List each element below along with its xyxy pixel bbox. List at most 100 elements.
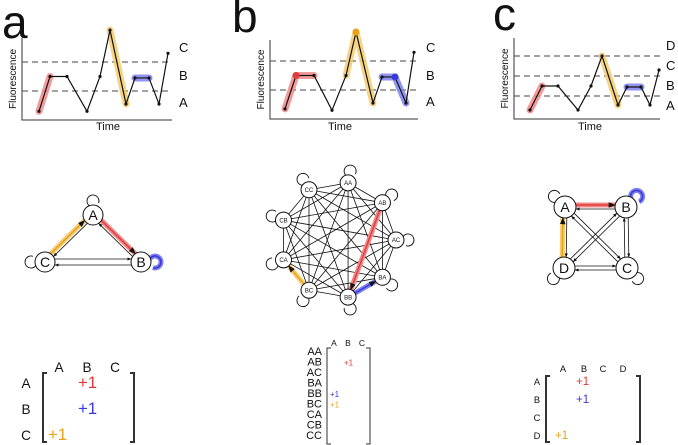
transition-edge — [290, 186, 342, 217]
y-axis-label: Fluorescence — [500, 48, 511, 108]
transition-C-B — [622, 217, 626, 258]
matrix-row-header: AB — [307, 357, 322, 369]
state-node-label: BB — [344, 295, 352, 301]
transition-edge — [291, 260, 375, 277]
trace-point — [404, 101, 408, 105]
level-label-A: A — [426, 94, 435, 109]
transition-AB-BB — [350, 209, 381, 291]
x-axis-label: Time — [328, 121, 352, 133]
transition-edge — [311, 190, 346, 283]
level-label-C: C — [426, 40, 435, 55]
matrix-bracket-right — [636, 375, 641, 443]
matrix-entry-blue: +1 — [330, 390, 340, 399]
matrix-col-header: A — [54, 360, 64, 375]
matrix-bracket-right — [130, 372, 135, 443]
level-label-B: B — [179, 68, 188, 83]
trace-point — [330, 108, 334, 112]
transition-C-A — [571, 215, 619, 262]
matrix-bracket-left — [42, 372, 47, 443]
level-label-D: D — [666, 38, 675, 53]
transition-edge — [316, 278, 375, 290]
transition-edge — [285, 197, 307, 253]
panel-label-b: b — [232, 0, 258, 42]
level-label-C: C — [179, 40, 188, 55]
transition-edge — [290, 206, 376, 257]
transition-A-D — [564, 218, 568, 258]
trace-point — [48, 74, 52, 79]
transition-edge — [354, 186, 376, 200]
state-node-label: CB — [279, 218, 287, 224]
level-label-B: B — [666, 78, 675, 93]
trace-point — [371, 101, 375, 105]
state-node-CB — [274, 211, 292, 229]
matrix-entry-blue: +1 — [576, 394, 589, 406]
state-node-BB — [339, 288, 357, 306]
transition-edge — [315, 243, 390, 287]
transition-B-A — [98, 223, 133, 257]
state-node-label: D — [559, 260, 569, 276]
state-node-label: A — [560, 199, 570, 215]
matrix-entry-yellow: +1 — [555, 430, 568, 442]
state-marker — [352, 28, 360, 36]
x-axis-label: Time — [578, 121, 602, 133]
transition-BC-CA — [288, 265, 305, 285]
matrix-row-header: B — [534, 395, 540, 405]
transition-edge — [313, 195, 378, 272]
trace-point — [625, 85, 629, 89]
matrix-row-header: BA — [307, 378, 322, 390]
trace-point — [147, 76, 151, 80]
transition-edge — [316, 190, 375, 202]
level-label-B: B — [426, 68, 435, 83]
x-axis-label: Time — [96, 121, 120, 133]
matrix-col-header: B — [345, 338, 351, 348]
matrix-col-header: B — [581, 364, 587, 374]
matrix-col-header: D — [620, 364, 627, 374]
state-node-D — [552, 256, 576, 280]
y-axis-label: Fluorescence — [256, 49, 267, 109]
state-node-label: C — [622, 260, 632, 276]
transition-edge — [291, 203, 375, 220]
trace-point — [157, 102, 161, 106]
state-node-C — [615, 256, 639, 280]
matrix-entry-yellow: +1 — [330, 401, 340, 410]
state-node-A — [553, 195, 577, 219]
trace-point — [412, 50, 416, 54]
state-node-label: A — [88, 207, 98, 223]
transition-edge — [311, 197, 346, 290]
transition-edge — [350, 190, 381, 270]
matrix-row-header: A — [21, 376, 31, 391]
fluorescence-trace — [529, 54, 660, 112]
y-axis-label: Fluorescence — [8, 49, 19, 109]
state-marker — [391, 73, 399, 81]
state-node-label: BA — [378, 275, 386, 281]
transition-edge — [316, 183, 341, 189]
trace-point — [65, 74, 69, 79]
panel-label-c: c — [493, 0, 516, 40]
transition-edge — [288, 188, 344, 254]
matrix-bracket-left — [545, 375, 550, 443]
trace-point — [657, 68, 661, 72]
trace-point — [648, 103, 652, 107]
matrix-row-header: CC — [306, 430, 322, 442]
trace-point — [528, 108, 532, 112]
transition-edge — [288, 226, 344, 292]
transition-C-A — [50, 220, 85, 255]
matrix-row-header: AA — [307, 346, 322, 358]
matrix-entry-blue: +1 — [78, 399, 97, 418]
matrix-row-header: CA — [307, 409, 323, 421]
matrix-row-header: B — [21, 402, 30, 417]
matrix-col-header: A — [560, 364, 567, 374]
transition-BB-BA — [354, 280, 377, 294]
state-node-AB — [373, 194, 391, 212]
state-marker — [292, 72, 300, 79]
matrix-row-header: BB — [307, 388, 322, 400]
matrix-col-header: B — [82, 360, 91, 375]
matrix-row-header: AC — [307, 367, 322, 379]
matrix-bracket-left — [326, 347, 331, 445]
state-node-AC — [387, 231, 405, 249]
state-node-label: C — [40, 254, 50, 270]
transition-edge — [352, 188, 392, 235]
trace-point — [108, 28, 112, 32]
matrix-bracket-right — [366, 347, 371, 445]
